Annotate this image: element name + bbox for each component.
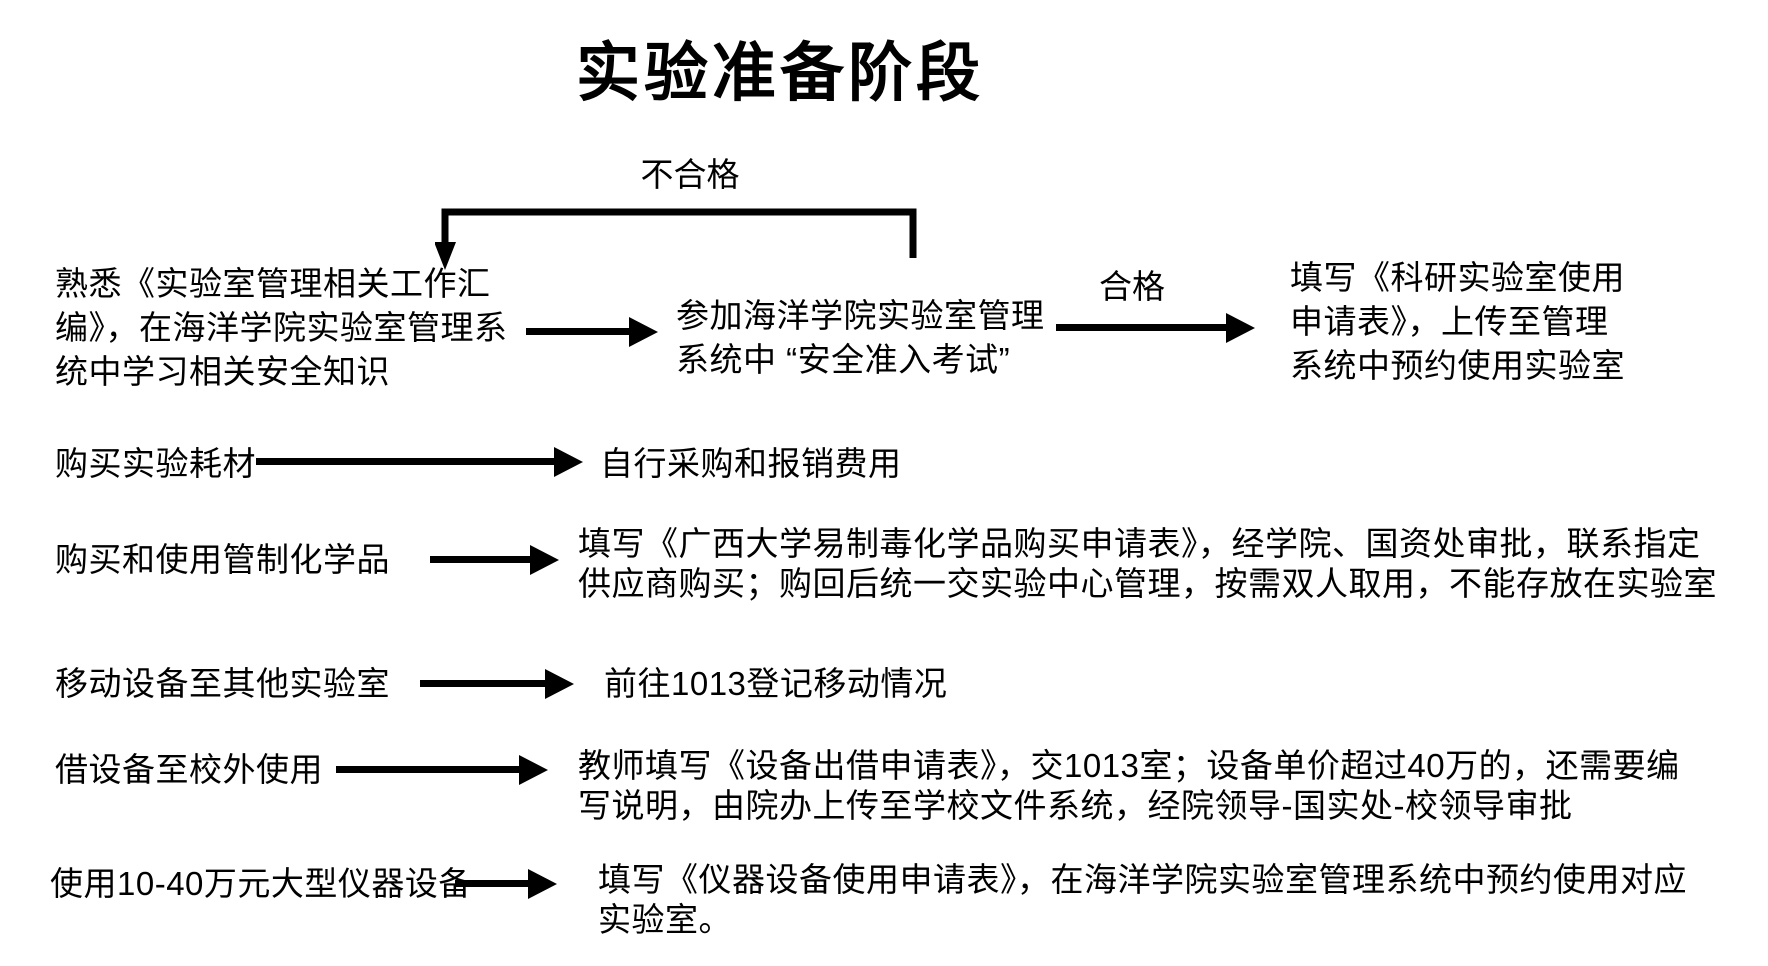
arrow-right-icon: [455, 880, 528, 887]
arrow-right-icon: [430, 556, 530, 563]
row-result: 教师填写《设备出借申请表》，交1013室；设备单价超过40万的，还需要编 写说明…: [578, 747, 1680, 824]
step-study-text: 熟悉《实验室管理相关工作汇 编》，在海洋学院实验室管理系 统中学习相关安全知识: [55, 265, 508, 390]
row-result: 自行采购和报销费用: [600, 445, 902, 482]
row-result: 填写《仪器设备使用申请表》，在海洋学院实验室管理系统中预约使用对应 实验室。: [598, 861, 1687, 938]
arrow-right-icon: [420, 680, 545, 687]
row-label: 移动设备至其他实验室: [55, 665, 390, 702]
arrow-right-icon: [526, 328, 629, 335]
row-result: 前往1013登记移动情况: [604, 665, 948, 702]
row-result: 填写《广西大学易制毒化学品购买申请表》，经学院、国资处审批，联系指定 供应商购买…: [578, 525, 1717, 602]
row-label: 使用10-40万元大型仪器设备: [50, 865, 472, 902]
arrow-right-icon: [256, 458, 554, 465]
row-label: 购买和使用管制化学品: [55, 541, 390, 578]
arrow-right-icon: [336, 766, 519, 773]
page-title: 实验准备阶段: [576, 37, 984, 109]
row-label: 购买实验耗材: [55, 445, 256, 482]
arrow-right-icon: [1056, 324, 1226, 331]
step-apply-text: 填写《科研实验室使用 申请表》，上传至管理 系统中预约使用实验室: [1290, 259, 1625, 384]
fail-edge-label: 不合格: [640, 156, 740, 193]
pass-edge-label: 合格: [1099, 268, 1165, 305]
step-exam-text: 参加海洋学院实验室管理 系统中 “安全准入考试”: [676, 297, 1045, 378]
row-label: 借设备至校外使用: [55, 751, 323, 788]
fail-loop-arrow-icon: [435, 208, 917, 270]
